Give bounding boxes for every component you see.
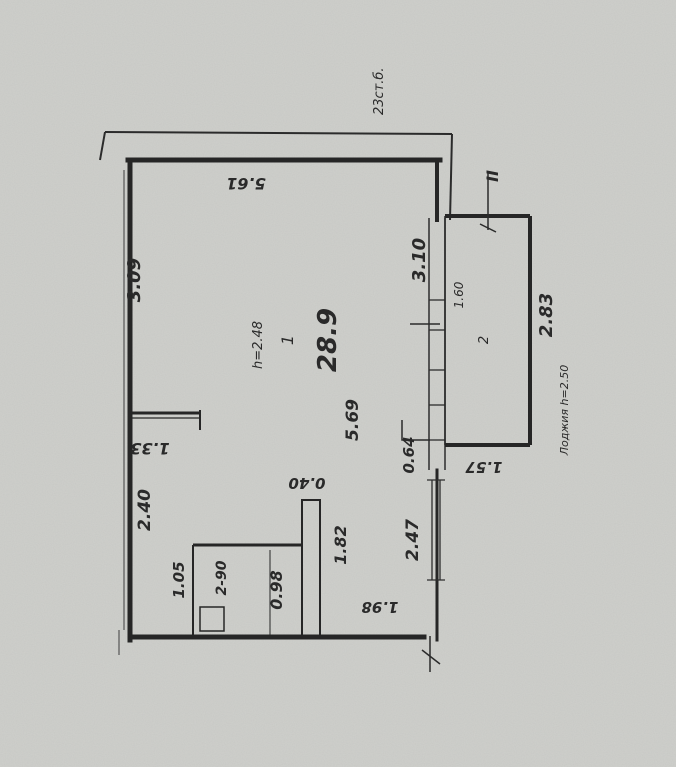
axis-mark-label: II xyxy=(483,170,502,182)
dim-balcony-length: 2.83 xyxy=(536,293,557,337)
dim-partition-offset: 0.40 xyxy=(288,474,325,492)
outer-outline xyxy=(99,131,453,221)
dim-left-lower: 2.40 xyxy=(135,489,155,531)
dim-door-gap: 0.64 xyxy=(400,436,418,473)
dim-bottom-width: 1.98 xyxy=(361,598,398,616)
room-area: 28.9 xyxy=(313,308,343,372)
dim-closet-height: 0.98 xyxy=(267,570,286,609)
closet xyxy=(192,543,302,637)
room-number: 1 xyxy=(278,335,297,345)
room-height-note: h=2.48 xyxy=(251,321,266,369)
dim-partition-length: 1.82 xyxy=(331,525,350,564)
balcony-number: 2 xyxy=(477,336,492,344)
left-niche xyxy=(130,410,201,430)
dim-balcony-inner: 1.60 xyxy=(452,281,466,308)
bottom-corner-tick xyxy=(421,636,441,672)
dim-right-lower: 2.47 xyxy=(403,519,423,561)
dim-right-upper: 3.10 xyxy=(409,238,430,282)
balcony-note: Лоджия h=2.50 xyxy=(558,365,571,456)
axis-marker xyxy=(479,172,497,233)
room-walls xyxy=(125,157,443,643)
dim-left-upper: 3.09 xyxy=(124,258,145,302)
room-inner-length: 5.69 xyxy=(343,399,363,441)
dim-window-segment: 1.33 xyxy=(130,439,169,458)
left-wall-hatch xyxy=(118,170,125,655)
corner-note: 23ст.б. xyxy=(372,67,387,115)
dim-balcony-width: 1.57 xyxy=(465,458,503,476)
partition xyxy=(301,499,321,638)
closet-label: 2-90 xyxy=(214,560,230,595)
dim-closet-width: 1.05 xyxy=(170,561,188,598)
dim-top-width: 5.61 xyxy=(226,174,265,193)
door-markers xyxy=(401,323,440,441)
